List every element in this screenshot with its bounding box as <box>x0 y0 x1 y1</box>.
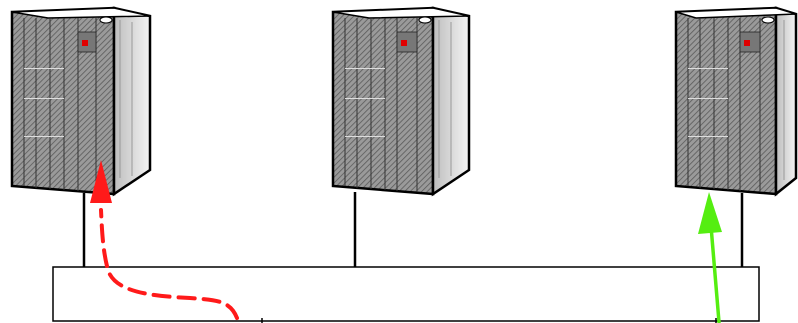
server-rack-right <box>676 8 796 194</box>
server-rack-left <box>12 8 150 194</box>
status-indicator-right <box>744 40 750 46</box>
server-rack-center <box>333 8 469 194</box>
status-indicator-center <box>401 40 407 46</box>
solid-arrowhead <box>698 192 722 234</box>
status-indicator-left <box>82 40 88 46</box>
